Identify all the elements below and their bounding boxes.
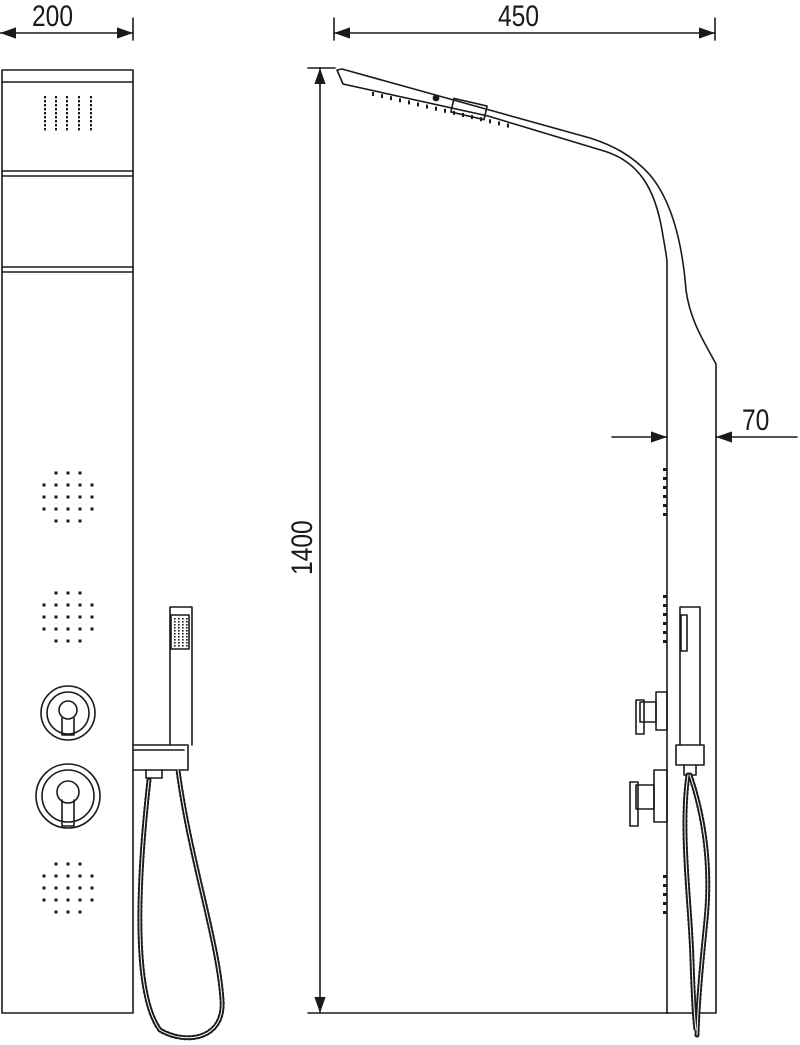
body-jet-upper	[42, 471, 94, 523]
hose-side	[682, 772, 711, 1038]
hand-shower-side	[675, 606, 705, 776]
side-profile	[336, 68, 717, 1014]
mixer-knob	[35, 763, 101, 829]
side-width-dimension	[333, 17, 716, 41]
front-width-dimension	[0, 17, 134, 41]
side-jets	[663, 468, 667, 914]
side-mixer-knob	[629, 769, 668, 827]
hose-front	[137, 767, 225, 1041]
side-width-label: 450	[498, 0, 540, 33]
height-label: 1400	[286, 520, 319, 575]
front-width-label: 200	[32, 0, 74, 33]
body-jet-middle	[42, 591, 94, 643]
side-view	[307, 17, 798, 1038]
depth-label: 70	[742, 404, 770, 437]
side-diverter-knob	[635, 691, 668, 735]
diverter-knob	[40, 685, 96, 741]
front-panel	[1, 69, 134, 1014]
hand-shower-front	[132, 606, 193, 779]
rain-head-nozzles	[44, 96, 92, 131]
height-dimension	[307, 67, 669, 1014]
front-view	[0, 17, 225, 1041]
body-jet-lower	[42, 862, 94, 914]
